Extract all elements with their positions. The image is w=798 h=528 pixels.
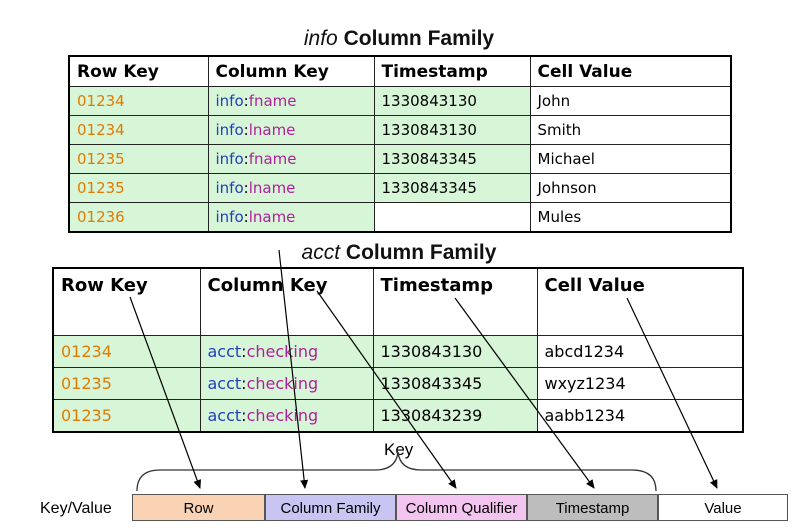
table-row: 01235 acct:checking 1330843345 wxyz1234 <box>52 367 744 400</box>
acct-header-cell-value: Cell Value <box>536 267 744 336</box>
table-row: 01234 info:fname 1330843130 John <box>68 86 732 116</box>
segment-row: Row <box>132 494 265 521</box>
timestamp-cell <box>373 202 531 233</box>
cell-value-cell: Mules <box>529 202 732 233</box>
row-key-cell: 01235 <box>52 399 201 433</box>
row-key-cell: 01234 <box>52 335 201 368</box>
table-row: 01236 info:lname Mules <box>68 202 732 233</box>
table-row: 01235 acct:checking 1330843239 aabb1234 <box>52 399 744 433</box>
timestamp-cell: 1330843239 <box>372 399 538 433</box>
cell-value-cell: aabb1234 <box>536 399 744 433</box>
cell-value-cell: Smith <box>529 115 732 145</box>
row-key-cell: 01235 <box>52 367 201 400</box>
acct-header-row: Row Key Column Key Timestamp Cell Value <box>52 267 744 336</box>
row-key-cell: 01235 <box>68 144 209 174</box>
row-key-cell: 01235 <box>68 173 209 203</box>
segment-value: Value <box>658 494 788 521</box>
info-title-bold: Column Family <box>343 27 495 50</box>
column-key-cell: acct:checking <box>199 399 374 433</box>
acct-family-table: Row Key Column Key Timestamp Cell Value … <box>52 267 744 433</box>
table-row: 01235 info:lname 1330843345 Johnson <box>68 173 732 203</box>
timestamp-cell: 1330843130 <box>372 335 538 368</box>
table-row: 01235 info:fname 1330843345 Michael <box>68 144 732 174</box>
timestamp-cell: 1330843130 <box>373 86 531 116</box>
timestamp-cell: 1330843345 <box>373 144 531 174</box>
column-key-cell: acct:checking <box>199 335 374 368</box>
table-row: 01234 acct:checking 1330843130 abcd1234 <box>52 335 744 368</box>
acct-header-timestamp: Timestamp <box>372 267 538 336</box>
segment-column-qualifier: Column Qualifier <box>396 494 527 521</box>
column-key-cell: info:lname <box>207 115 375 145</box>
info-header-cell-value: Cell Value <box>529 55 732 87</box>
row-key-cell: 01234 <box>68 86 209 116</box>
cell-value-cell: wxyz1234 <box>536 367 744 400</box>
info-header-row-key: Row Key <box>68 55 209 87</box>
info-family-table: Row Key Column Key Timestamp Cell Value … <box>68 55 732 233</box>
cell-value-cell: Michael <box>529 144 732 174</box>
column-key-cell: acct:checking <box>199 367 374 400</box>
row-key-cell: 01236 <box>68 202 209 233</box>
acct-title-bold: Column Family <box>345 241 497 264</box>
column-key-cell: info:lname <box>207 202 375 233</box>
info-title-italic: info <box>303 27 338 50</box>
column-key-cell: info:fname <box>207 86 375 116</box>
cell-value-cell: Johnson <box>529 173 732 203</box>
segment-column-family: Column Family <box>265 494 396 521</box>
acct-header-row-key: Row Key <box>52 267 201 336</box>
info-header-row: Row Key Column Key Timestamp Cell Value <box>68 55 732 87</box>
column-key-cell: info:fname <box>207 144 375 174</box>
acct-family-title: acct Column Family <box>0 241 798 265</box>
timestamp-cell: 1330843130 <box>373 115 531 145</box>
timestamp-cell: 1330843345 <box>372 367 538 400</box>
cell-value-cell: abcd1234 <box>536 335 744 368</box>
cell-value-cell: John <box>529 86 732 116</box>
info-header-column-key: Column Key <box>207 55 375 87</box>
table-row: 01234 info:lname 1330843130 Smith <box>68 115 732 145</box>
column-key-cell: info:lname <box>207 173 375 203</box>
info-family-title: info Column Family <box>0 27 798 51</box>
row-key-cell: 01234 <box>68 115 209 145</box>
segment-timestamp: Timestamp <box>527 494 658 521</box>
info-header-timestamp: Timestamp <box>373 55 531 87</box>
timestamp-cell: 1330843345 <box>373 173 531 203</box>
acct-header-column-key: Column Key <box>199 267 374 336</box>
key-value-label: Key/Value <box>40 500 112 517</box>
acct-title-italic: acct <box>301 241 341 264</box>
key-label: Key <box>384 440 414 459</box>
